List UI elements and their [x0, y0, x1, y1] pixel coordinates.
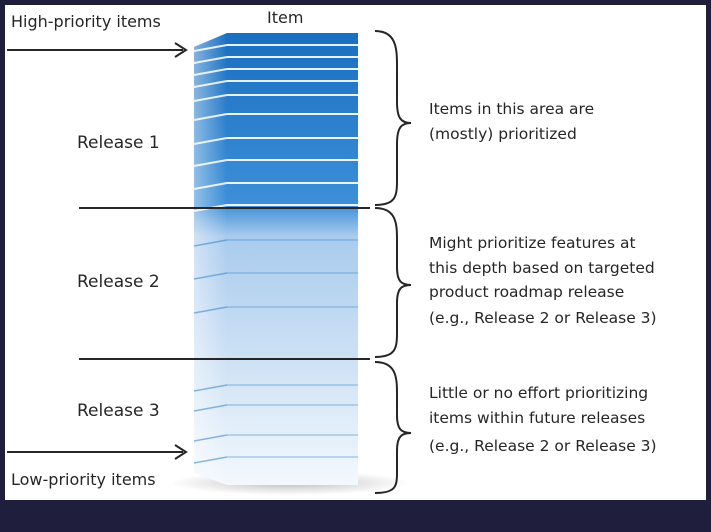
- note-line: Might prioritize features at: [429, 234, 636, 252]
- note-line: this depth based on targeted: [429, 259, 655, 277]
- item-divider: [193, 68, 228, 76]
- note-line: (e.g., Release 2 or Release 3): [429, 309, 657, 327]
- low-priority-arrow: [7, 444, 188, 460]
- release-2-brace: [374, 207, 412, 358]
- item-divider: [193, 56, 228, 64]
- item-divider: [193, 306, 228, 314]
- item-divider: [193, 137, 228, 145]
- release-3-brace: [374, 361, 412, 494]
- item-divider: [193, 113, 228, 121]
- note-line: items within future releases: [429, 409, 645, 427]
- item-divider: [193, 239, 228, 247]
- item-divider: [193, 384, 228, 392]
- release-1-label: Release 1: [77, 133, 160, 153]
- item-divider: [193, 272, 228, 280]
- release-3-note: Little or no effort prioritizing items w…: [429, 384, 657, 455]
- release-2-label: Release 2: [77, 272, 160, 292]
- note-line: (mostly) prioritized: [429, 125, 577, 143]
- note-line: product roadmap release: [429, 283, 624, 301]
- release-3-label: Release 3: [77, 401, 160, 421]
- backlog-diagram: Item High-priority items Low-priority it…: [7, 8, 660, 495]
- item-divider: [193, 159, 228, 167]
- item-divider: [193, 94, 228, 102]
- high-priority-arrow: [7, 42, 188, 58]
- note-line: (e.g., Release 2 or Release 3): [429, 437, 657, 455]
- item-divider: [193, 44, 228, 52]
- item-divider: [193, 80, 228, 88]
- item-dividers: [193, 44, 358, 464]
- note-line: Little or no effort prioritizing: [429, 384, 648, 402]
- backlog-column: [193, 33, 358, 485]
- low-priority-label: Low-priority items: [11, 470, 156, 489]
- column-header: Item: [267, 8, 303, 27]
- item-divider: [193, 456, 228, 464]
- item-divider: [193, 182, 228, 190]
- high-priority-label: High-priority items: [11, 12, 161, 31]
- item-divider: [193, 434, 228, 442]
- release-1-brace: [374, 30, 412, 206]
- note-line: Items in this area are: [429, 100, 594, 118]
- column-side-highlight: [194, 33, 227, 485]
- column-front-face: [227, 33, 358, 485]
- item-divider: [193, 404, 228, 412]
- release-2-note: Might prioritize features at this depth …: [429, 234, 660, 327]
- diagram-canvas: Item High-priority items Low-priority it…: [5, 5, 706, 500]
- release-1-note: Items in this area are (mostly) prioriti…: [429, 100, 599, 143]
